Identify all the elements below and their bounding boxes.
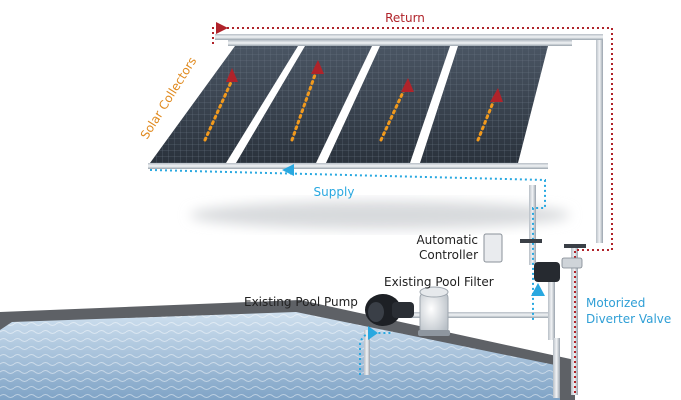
valve-collar-2: [564, 244, 586, 248]
filter-body: [419, 291, 449, 335]
existing-pool-filter: [418, 286, 450, 336]
filter-base: [418, 330, 450, 336]
motorized-diverter-valve: [520, 239, 586, 282]
suction-line: [364, 330, 370, 375]
pump-line-horizontal: [395, 312, 555, 318]
heated-flow-line-3: [379, 88, 406, 142]
heated-flow-arrow-2: [311, 60, 324, 74]
valve-collar-1: [520, 239, 542, 243]
pump-motor: [392, 302, 414, 318]
solar-panel-1: [150, 46, 298, 163]
supply-flow-path-pump: [359, 332, 392, 375]
automatic-controller-label-line2: Controller: [419, 248, 478, 262]
valve-actuator: [561, 257, 583, 269]
supply-pipe-vertical: [529, 185, 536, 265]
supply-flow-arrow: [282, 164, 294, 176]
controller-box: [483, 233, 503, 263]
plumbing: [215, 34, 603, 398]
supply-label: Supply: [314, 185, 355, 199]
heated-flow-arrow-1: [226, 68, 238, 82]
automatic-controller-label-line1: Automatic: [416, 233, 478, 247]
existing-pool-pump-label: Existing Pool Pump: [244, 295, 358, 309]
return-label: Return: [385, 11, 425, 25]
pool: [0, 300, 575, 400]
pump-return-line: [548, 270, 555, 340]
return-flow: [212, 22, 613, 395]
return-flow-arrow: [216, 22, 228, 34]
panel-shadow: [190, 201, 570, 229]
return-pipe-top: [215, 34, 603, 40]
supply-flow: [149, 164, 546, 375]
valve-body: [534, 262, 560, 282]
valve-up-arrow: [531, 283, 545, 296]
pool-return-line: [553, 338, 560, 398]
valve-pipe-vertical: [571, 245, 578, 395]
heated-flow-arrow-3: [401, 78, 414, 92]
motorized-diverter-valve-label-line2: Diverter Valve: [586, 312, 671, 326]
heated-flow-line-4: [476, 98, 496, 142]
heated-flow-indicators: [203, 60, 503, 142]
existing-pool-filter-label: Existing Pool Filter: [384, 275, 494, 289]
pump-intake-arrow: [368, 326, 378, 340]
heated-flow-line-1: [203, 78, 234, 142]
collector-header-bottom: [148, 163, 548, 169]
solar-panel-3: [326, 46, 450, 163]
existing-pool-pump: [365, 294, 414, 326]
filter-lid: [419, 286, 449, 298]
motorized-diverter-valve-label-line1: Motorized: [586, 296, 645, 310]
automatic-controller: [483, 233, 503, 263]
heated-flow-line-2: [290, 70, 318, 142]
solar-panel-4: [420, 46, 548, 163]
return-pipe-vertical: [596, 38, 603, 243]
return-flow-path: [212, 27, 613, 395]
solar-collector-array: [148, 40, 572, 169]
collector-header-top: [228, 40, 572, 46]
heated-flow-arrow-4: [490, 88, 503, 102]
pool-water-ripples: [0, 312, 560, 400]
pump-face: [368, 302, 384, 322]
